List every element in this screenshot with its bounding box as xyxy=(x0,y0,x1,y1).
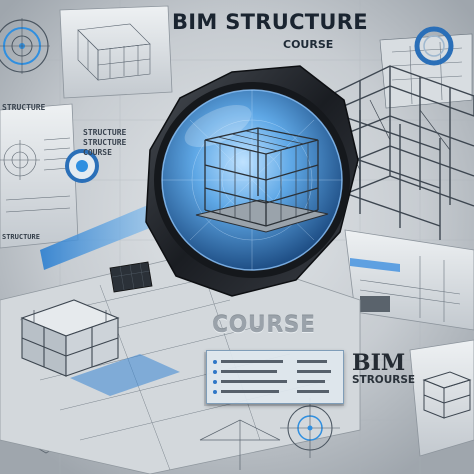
blueprint-sheet-bottom-right xyxy=(409,339,474,457)
blue-floor-band xyxy=(70,354,180,396)
solar-panel-icon xyxy=(109,261,153,293)
blueprint-sheet-top-right xyxy=(379,33,473,109)
left-badge-label: STRUCTURE xyxy=(2,233,40,241)
target-gauge-icon xyxy=(0,18,50,74)
bottom-bim-subtitle: STROURSE xyxy=(352,374,416,386)
side-text-block: STRUCTURE STRUCTURE COURSE xyxy=(83,128,153,158)
blue-dial-icon xyxy=(65,149,99,183)
steel-cage-model xyxy=(195,127,329,233)
blueprint-sheet-top-left xyxy=(59,5,173,99)
compass-icon xyxy=(280,398,340,458)
blueprint-sheet-left xyxy=(0,103,79,249)
poster-subtitle: COURSE xyxy=(283,38,334,51)
blue-ribbon xyxy=(40,200,170,270)
blueprint-sheet-right-lower xyxy=(344,229,474,331)
building-model-bottom-left xyxy=(20,299,120,377)
center-course-word: COURSE xyxy=(212,313,316,338)
side-text-line: STRUCTURE xyxy=(83,128,127,137)
poster-title: BIM STRUCTURE xyxy=(172,10,368,34)
lens-frame xyxy=(145,65,359,297)
diagram-bottom-center xyxy=(199,419,281,470)
corner-label: STRUCTURE xyxy=(2,103,46,112)
side-text-line: STRUCTURE xyxy=(83,138,127,147)
info-card xyxy=(206,350,344,404)
bottom-bim-title: BIM xyxy=(352,350,406,376)
side-text-line: COURSE xyxy=(83,148,112,157)
blue-ring-icon xyxy=(414,26,454,66)
